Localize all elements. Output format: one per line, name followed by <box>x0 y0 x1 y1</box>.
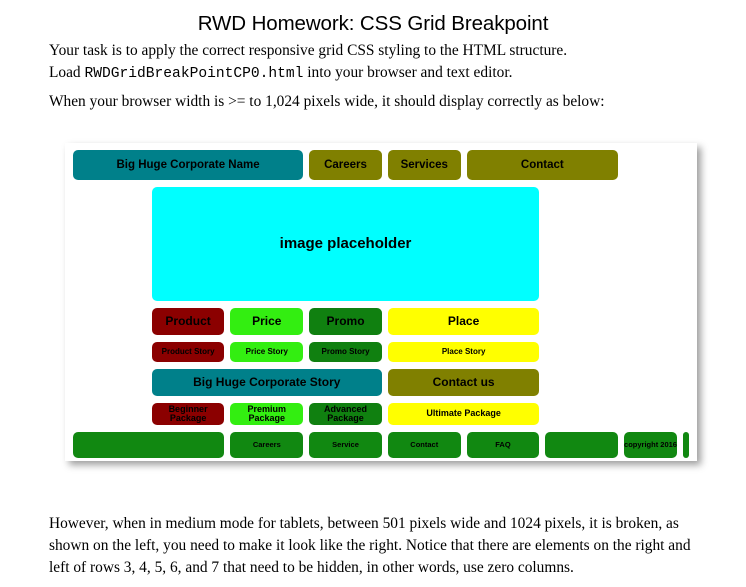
page-title: RWD Homework: CSS Grid Breakpoint <box>197 12 549 35</box>
outro-line-2: shown on the left, you need to make it l… <box>49 537 691 554</box>
mock-ultimate-package: Ultimate Package <box>387 403 540 425</box>
intro-load-prefix: Load <box>49 64 85 81</box>
mock-footer-blank-mid <box>545 432 619 458</box>
mock-brand-title: Big Huge Corporate Name <box>73 150 304 180</box>
mock-footer-blank-left <box>73 432 225 458</box>
mock-premium-package: Premium Package <box>230 403 304 425</box>
outro-line-1: However, when in medium mode for tablets… <box>49 515 679 532</box>
mock-advanced-package: Advanced Package <box>309 403 382 425</box>
mock-place-story: Place Story <box>387 342 540 362</box>
mock-footer-link-careers: Careers <box>230 432 304 458</box>
intro-filename: RWDGridBreakPointCP0.html <box>84 66 304 82</box>
mock-row2-left-spacer <box>73 187 146 301</box>
mock-product-header: Product <box>151 308 225 335</box>
mock-beginner-package: Beginner Package <box>151 403 225 425</box>
mock-footer-link-faq: FAQ <box>466 432 540 458</box>
mock-price-story: Price Story <box>230 342 304 362</box>
intro-line-1: Your task is to apply the correct respon… <box>49 42 568 59</box>
mock-footer-link-contact: Contact <box>387 432 461 458</box>
mock-promo-story: Promo Story <box>309 342 382 362</box>
mock-row6-left-spacer <box>73 403 146 425</box>
mock-nav-contact: Contact <box>466 150 619 180</box>
mock-row4-left-spacer <box>73 342 146 362</box>
mock-price-header: Price <box>230 308 304 335</box>
mock-row5-left-spacer <box>73 369 146 396</box>
mock-place-header: Place <box>387 308 540 335</box>
breakpoint-prompt: When your browser width is >= to 1,024 p… <box>49 93 605 110</box>
mock-row5-right-spacer <box>545 369 618 396</box>
desktop-layout-mockup: Big Huge Corporate Name Careers Services… <box>65 143 697 461</box>
intro-load-suffix: into your browser and text editor. <box>303 64 513 81</box>
mock-nav-services: Services <box>387 150 461 180</box>
outro-paragraph: However, when in medium mode for tablets… <box>49 513 714 579</box>
mock-row3-left-spacer <box>73 308 146 335</box>
mock-image-placeholder: image placeholder <box>151 187 540 301</box>
mock-product-story: Product Story <box>151 342 225 362</box>
mock-row3-right-spacer <box>545 308 618 335</box>
intro-line-2: Load RWDGridBreakPointCP0.html into your… <box>49 62 709 85</box>
mock-row2-right-spacer <box>545 187 618 301</box>
mock-footer-blank-right <box>682 432 689 458</box>
mock-row4-right-spacer <box>545 342 618 362</box>
outro-line-3: left of rows 3, 4, 5, 6, and 7 that need… <box>49 559 574 576</box>
mock-promo-header: Promo <box>309 308 382 335</box>
intro-paragraph: Your task is to apply the correct respon… <box>49 40 709 85</box>
mock-contact-us: Contact us <box>387 369 540 396</box>
mock-corporate-story: Big Huge Corporate Story <box>151 369 382 396</box>
mock-row6-right-spacer <box>545 403 618 425</box>
mock-nav-careers: Careers <box>309 150 382 180</box>
mockup-grid: Big Huge Corporate Name Careers Services… <box>73 150 689 458</box>
mock-footer-link-service: Service <box>309 432 382 458</box>
mock-footer-copyright: copyright 2016 <box>624 432 677 458</box>
